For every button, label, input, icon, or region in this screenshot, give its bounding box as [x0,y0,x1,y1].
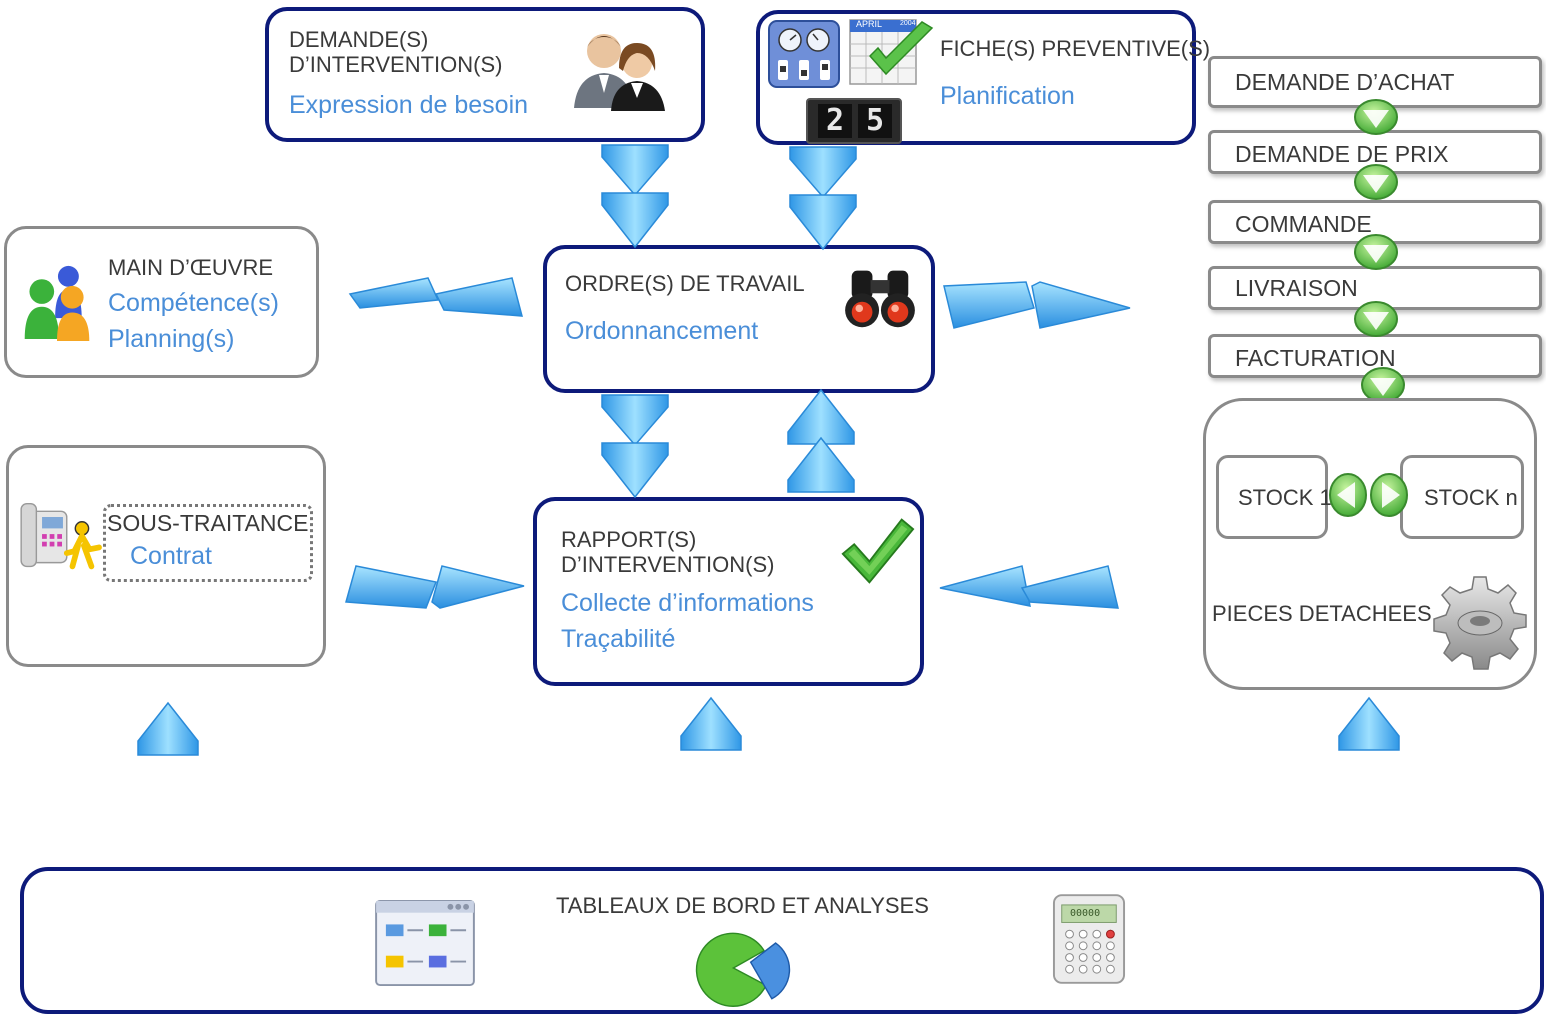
ordre-travail-box: ORDRE(S) DE TRAVAIL Ordonnancement [543,245,935,393]
green-connector-down-3 [1354,234,1398,270]
arrow-ordre-to-rapport [601,394,669,499]
stock1-label: STOCK 1 [1238,485,1332,510]
ordre-title: ORDRE(S) DE TRAVAIL [565,271,805,296]
main-oeuvre-box: MAIN D’ŒUVRE Compétence(s) Planning(s) [4,226,319,378]
window-folders-icon [375,899,475,987]
demande-subtitle: Expression de besoin [289,91,529,119]
facturation-label: FACTURATION [1235,345,1396,371]
arrow-demande-to-ordre [601,144,669,249]
demande-title: DEMANDE(S) D’INTERVENTION(S) [289,27,503,78]
arrow-stock-to-rapport [939,565,1119,609]
arrow-up-center [680,696,742,751]
sous-traitance-box: SOUS-TRAITANCE Contrat [6,445,326,667]
sous-traitance-frame [103,504,313,582]
calendar-month: APRIL [856,19,883,29]
checkmark-icon [841,518,915,584]
green-connector-left [1329,473,1367,517]
counter-digit-1: 2 [818,104,852,138]
rapport-line2: Traçabilité [561,625,676,653]
sous-traitance-title: SOUS-TRAITANCE [107,510,309,536]
pie-chart-icon [695,932,791,1007]
calculator-icon [1052,894,1126,984]
instrument-panel-icon [768,20,840,88]
tableaux-box: TABLEAUX DE BORD ET ANALYSES 00000 [20,867,1544,1014]
gear-icon [1433,576,1527,670]
livraison-label: LIVRAISON [1235,275,1358,301]
commande-label: COMMANDE [1235,211,1372,237]
tableaux-title: TABLEAUX DE BORD ET ANALYSES [556,893,929,918]
calendar-year: 2004 [900,20,916,27]
arrow-ordre-to-main-oeuvre [348,277,523,317]
binoculars-icon [845,270,915,328]
rapport-intervention-box: RAPPORT(S) D’INTERVENTION(S) Collecte d’… [533,497,924,686]
rapport-line1: Collecte d’informations [561,589,814,617]
phone-person-icon [20,502,102,570]
main-oeuvre-title: MAIN D’ŒUVRE [108,255,274,280]
calculator-display: 00000 [1070,908,1101,919]
demande-achat-label: DEMANDE D’ACHAT [1235,69,1455,95]
users-icon [574,34,665,111]
green-connector-down-1 [1354,99,1398,135]
demande-prix-label: DEMANDE DE PRIX [1235,141,1449,167]
stock-box: STOCK 1 STOCK n PIECES DETACHEES [1203,398,1537,690]
ordre-subtitle: Ordonnancement [565,317,759,345]
sous-traitance-subtitle: Contrat [130,542,212,570]
green-connector-down-4 [1354,301,1398,337]
fiche-subtitle: Planification [940,82,1075,110]
counter-digit-2: 5 [858,104,892,138]
fiche-preventive-box: FICHE(S) PREVENTIVE(S) Planification APR… [756,10,1210,145]
arrow-ordre-to-achats [943,281,1131,329]
main-oeuvre-line2: Planning(s) [108,325,235,353]
fiche-title: FICHE(S) PREVENTIVE(S) [940,36,1211,61]
stock1-box [1216,455,1328,539]
calendar-check-icon [849,19,934,85]
group-icon [24,265,90,341]
stockn-label: STOCK n [1424,485,1518,510]
arrow-rapport-to-ordre [787,388,855,493]
arrow-fiche-to-ordre [789,146,857,251]
green-connector-down-5 [1361,367,1405,403]
digital-counter-icon: 2 5 [806,98,902,144]
green-connector-right [1370,473,1408,517]
arrow-rapport-to-sous-traitance [345,565,525,609]
arrow-up-left [137,701,199,756]
main-oeuvre-line1: Compétence(s) [108,289,279,317]
green-connector-down-2 [1354,164,1398,200]
demande-intervention-box: DEMANDE(S) D’INTERVENTION(S) Expression … [265,7,705,142]
arrow-up-right [1338,696,1400,751]
pieces-label: PIECES DETACHEES [1212,601,1432,626]
rapport-title: RAPPORT(S) D’INTERVENTION(S) [561,527,775,578]
